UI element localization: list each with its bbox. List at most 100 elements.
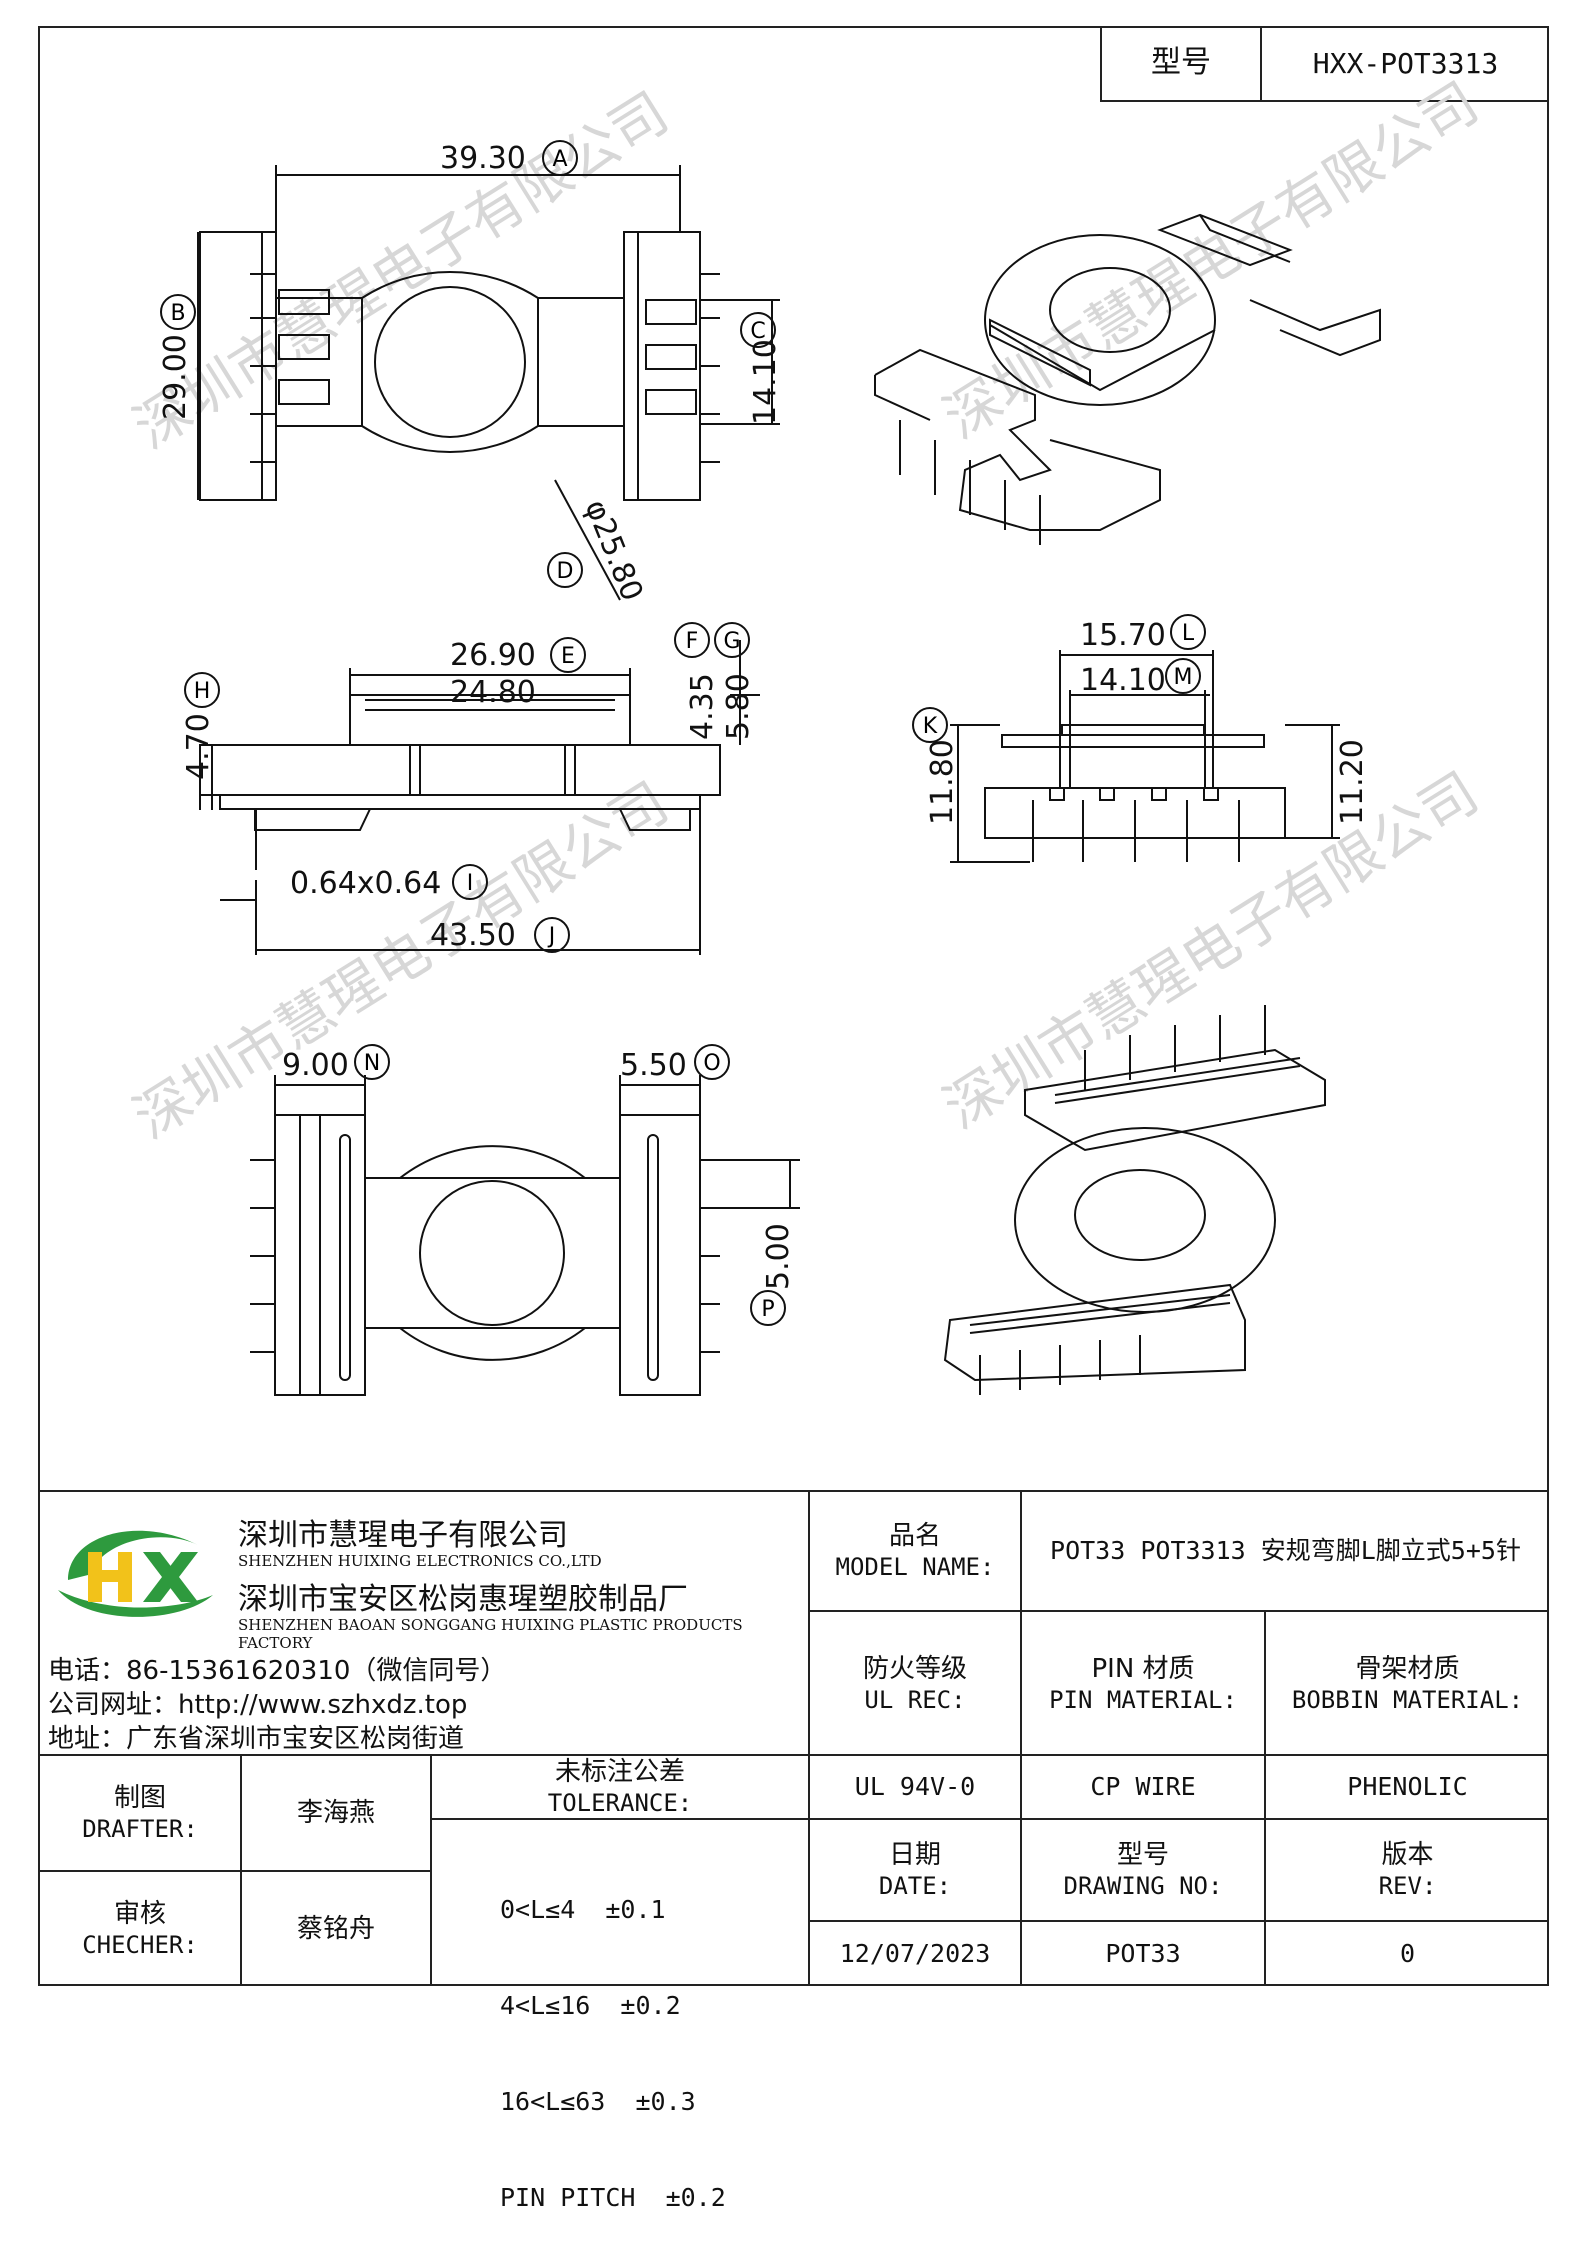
marker-A: A (542, 140, 578, 176)
side-view-pins (1032, 800, 1240, 862)
tb-hline-3 (808, 1818, 1549, 1820)
model-name-label-cn: 品名 (888, 1520, 941, 1551)
tolerance-label-cell: 未标注公差 TOLERANCE: (432, 1756, 808, 1818)
svg-text:K: K (923, 714, 938, 739)
marker-L: L (1170, 614, 1206, 650)
tolerance-label-en: TOLERANCE: (547, 1789, 693, 1818)
dim-N-value: 9.00 (282, 1048, 349, 1083)
dim-E-inner-value: 24.80 (450, 675, 536, 710)
drawing-frame (38, 26, 1549, 1986)
tolerance-row-3: 16<L≤63 ±0.3 (500, 2087, 696, 2116)
drawing-value: POT33 (1105, 1939, 1181, 1969)
date-value: 12/07/2023 (839, 1939, 991, 1969)
company-address: 地址：广东省深圳市宝安区松岗街道 (48, 1724, 465, 1754)
svg-text:P: P (761, 1297, 774, 1322)
marker-B: B (160, 294, 196, 330)
date-label-en: DATE: (878, 1872, 952, 1901)
dim-side-height-value: 11.20 (1335, 739, 1370, 825)
svg-text:B: B (170, 301, 185, 326)
svg-text:F: F (686, 629, 699, 654)
drafter-label-cell: 制图 DRAFTER: (40, 1756, 240, 1870)
date-value-cell: 12/07/2023 (810, 1922, 1020, 1986)
bobbin-label-en: BOBBIN MATERIAL: (1291, 1686, 1524, 1715)
bottom-view (250, 1075, 800, 1396)
header-model-label-cell: 型号 (1100, 26, 1260, 102)
svg-text:E: E (561, 644, 575, 669)
company-website: 公司网址：http://www.szhxdz.top (48, 1690, 468, 1720)
isometric-view-top (874, 213, 1381, 545)
rev-label-en: REV: (1378, 1872, 1437, 1901)
dim-P-value: 5.00 (761, 1223, 796, 1290)
checker-label-cell: 审核 CHECHER: (40, 1872, 240, 1986)
tb-vline-1 (808, 1490, 810, 1986)
tb-hline-drafter (38, 1870, 430, 1872)
marker-O: O (694, 1044, 730, 1080)
tolerance-row-1: 0<L≤4 ±0.1 (500, 1895, 666, 1924)
tb-vline-2 (1020, 1490, 1022, 1986)
checker-label-cn: 审核 (113, 1898, 166, 1929)
drawing-label-en: DRAWING NO: (1063, 1872, 1223, 1901)
svg-text:A: A (552, 147, 567, 172)
ul-value: UL 94V-0 (854, 1772, 976, 1802)
drafter-value-cell: 李海燕 (242, 1756, 430, 1870)
marker-K: K (912, 707, 948, 743)
rev-value: 0 (1399, 1939, 1416, 1969)
bobbin-value: PHENOLIC (1347, 1772, 1468, 1802)
pin-label-cn: PIN 材质 (1091, 1653, 1195, 1684)
rev-label-cn: 版本 (1381, 1839, 1434, 1870)
top-view-windows (278, 289, 697, 415)
pin-value: CP WIRE (1090, 1772, 1196, 1802)
marker-F: F (674, 622, 710, 658)
tolerance-label-cn: 未标注公差 (554, 1756, 685, 1787)
model-name-label-cell: 品名 MODEL NAME: (810, 1492, 1020, 1610)
dimension-labels: 39.30 29.00 14.10 φ25.80 26.90 24.80 4.3… (158, 141, 1370, 1290)
dim-O-value: 5.50 (620, 1048, 687, 1083)
svg-text:N: N (364, 1051, 380, 1076)
date-label-cell: 日期 DATE: (810, 1820, 1020, 1920)
watermark-3: 深圳市慧瑆电子有限公司 (123, 770, 680, 1152)
front-view (199, 640, 760, 955)
marker-H: H (184, 672, 220, 708)
svg-text:J: J (547, 924, 556, 949)
date-label-cn: 日期 (888, 1839, 941, 1870)
dim-L-value: 15.70 (1080, 618, 1166, 653)
company-name-cn: 深圳市慧瑆电子有限公司 (238, 1518, 568, 1553)
svg-text:C: C (750, 319, 765, 344)
ul-label-en: UL REC: (864, 1686, 966, 1715)
header-model-label: 型号 (1151, 45, 1211, 81)
checker-value: 蔡铭舟 (296, 1913, 375, 1944)
titleblock-top-border (38, 1490, 1549, 1492)
tolerance-row-2: 4<L≤16 ±0.2 (500, 1991, 681, 2020)
tb-hline-4 (808, 1920, 1549, 1922)
dim-B-value: 29.00 (158, 334, 193, 420)
pin-label-cell: PIN 材质 PIN MATERIAL: (1022, 1612, 1264, 1756)
dim-A-value: 39.30 (440, 141, 526, 176)
pin-label-en: PIN MATERIAL: (1049, 1686, 1237, 1715)
bobbin-label-cn: 骨架材质 (1355, 1653, 1460, 1684)
model-name-value-cell: POT33 POT3313 安规弯脚L脚立式5+5针 (1022, 1492, 1549, 1610)
dim-K-value: 11.80 (925, 739, 960, 825)
svg-text:I: I (467, 871, 474, 896)
checker-value-cell: 蔡铭舟 (242, 1872, 430, 1986)
svg-text:O: O (703, 1051, 720, 1076)
marker-J: J (534, 917, 570, 953)
pin-value-cell: CP WIRE (1022, 1756, 1264, 1818)
drawing-label-cell: 型号 DRAWING NO: (1022, 1820, 1264, 1920)
marker-C: C (740, 312, 776, 348)
marker-M: M (1165, 658, 1201, 694)
isometric-view-bottom (943, 1005, 1326, 1395)
company-logo (58, 1530, 213, 1617)
tb-hline-tolerance (430, 1818, 808, 1820)
header-model-value: HXX-POT3313 (1312, 46, 1499, 80)
drafter-label-en: DRAFTER: (82, 1815, 198, 1844)
marker-I: I (452, 864, 488, 900)
dim-J-value: 43.50 (430, 918, 516, 953)
ul-label-cn: 防火等级 (862, 1653, 967, 1684)
marker-N: N (354, 1044, 390, 1080)
svg-text:L: L (1182, 621, 1195, 646)
svg-text:M: M (1174, 665, 1193, 690)
drafter-value: 李海燕 (296, 1797, 375, 1828)
tb-vline-3 (1264, 1610, 1266, 1986)
rev-value-cell: 0 (1266, 1922, 1549, 1986)
drawing-value-cell: POT33 (1022, 1922, 1264, 1986)
